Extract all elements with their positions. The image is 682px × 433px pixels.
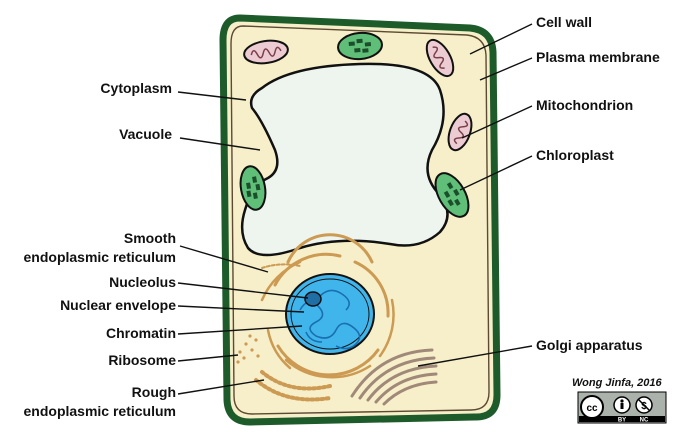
label-chloroplast: Chloroplast (536, 147, 614, 163)
label-plasma-membrane: Plasma membrane (536, 49, 660, 65)
mitochondrion-3 (447, 112, 473, 152)
chromatin (299, 289, 361, 350)
label-rough-er-line-1: Rough (132, 384, 176, 400)
label-golgi-apparatus: Golgi apparatus (536, 337, 643, 353)
label-cell-wall: Cell wall (536, 14, 592, 30)
golgi-apparatus (350, 348, 438, 406)
label-chromatin: Chromatin (106, 325, 176, 341)
mitochondrion-2 (425, 38, 455, 78)
cc-by-nc-badge: cc $ BY NC (577, 391, 667, 424)
label-mitochondrion: Mitochondrion (536, 97, 633, 113)
vacuole (240, 62, 449, 257)
leader-lines (177, 23, 533, 395)
credit-text: Wong Jinfa, 2016 (572, 377, 663, 389)
svg-text:cc: cc (586, 403, 598, 414)
label-vacuole: Vacuole (119, 126, 172, 142)
endoplasmic-reticulum (254, 233, 395, 402)
nucleolus (304, 291, 322, 307)
mitochondrion-1 (243, 39, 289, 65)
nucleus (285, 273, 375, 355)
plasma-membrane (230, 25, 490, 415)
label-cytoplasm: Cytoplasm (100, 80, 172, 96)
label-nucleolus: Nucleolus (109, 274, 176, 290)
label-smooth-er-line-2: endoplasmic reticulum (24, 249, 176, 265)
label-nuclear-envelope: Nuclear envelope (60, 297, 176, 313)
ribosomes (236, 334, 260, 364)
chloroplast-2 (239, 165, 267, 211)
label-rough-er-line-2: endoplasmic reticulum (24, 403, 176, 419)
svg-text:$: $ (641, 401, 647, 412)
chloroplast-1 (337, 31, 383, 61)
label-smooth-er-line-1: Smooth (124, 230, 176, 246)
label-ribosome: Ribosome (108, 352, 176, 368)
license-by: BY (618, 418, 626, 424)
cc-icon (580, 395, 604, 419)
license-nc: NC (640, 418, 649, 424)
